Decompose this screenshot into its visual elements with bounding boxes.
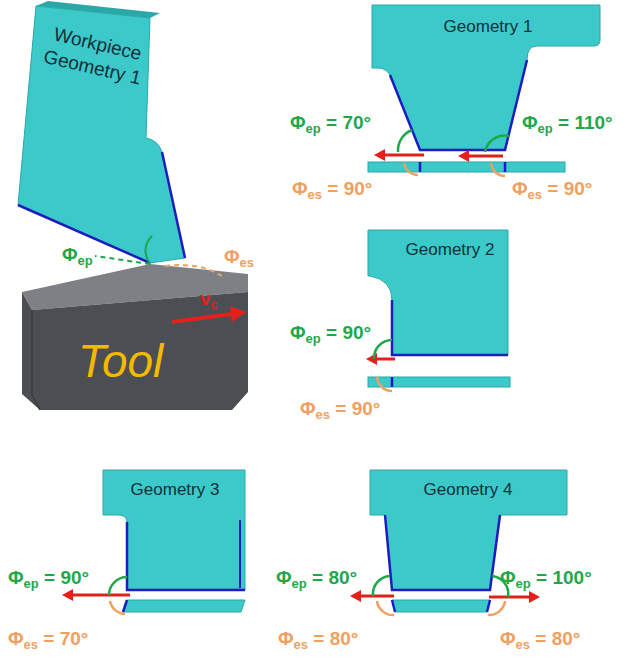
angle-value: Φep = 90° xyxy=(8,567,89,589)
angle-value: Φes = 90° xyxy=(292,178,372,200)
workpiece-shape: Geometry 4 xyxy=(368,468,568,618)
tool-block: Tool xyxy=(18,258,252,414)
angle-value: Φep = 90° xyxy=(290,322,371,344)
shape-label: Tool xyxy=(78,336,188,387)
workpiece-shape: Geometry 1 xyxy=(368,3,608,178)
workpiece-shape: Geometry 2 xyxy=(365,228,515,393)
angle-value: Φes = 70° xyxy=(8,628,88,650)
angle-value: Φep = 100° xyxy=(500,567,592,589)
angle-value: Φep = 110° xyxy=(522,112,613,134)
angle-value: Φes = 90° xyxy=(512,178,592,200)
angle-value: Φes = 90° xyxy=(300,398,380,420)
shape-label: Geometry 1 xyxy=(368,17,608,37)
angle-value: Φes = 80° xyxy=(278,628,358,650)
workpiece-shape: Workpiece Geometry 1 xyxy=(10,0,200,268)
shape-label: Geometry 4 xyxy=(368,480,568,500)
workpiece-shape: Geometry 3 xyxy=(100,468,250,618)
angle-symbol: vc xyxy=(200,288,218,310)
angle-value: Φes = 80° xyxy=(500,628,580,650)
angle-value: Φep = 70° xyxy=(290,112,371,134)
angle-symbol: Φep xyxy=(62,244,93,266)
shape-label: Geometry 3 xyxy=(100,480,250,500)
shape-label: Geometry 2 xyxy=(385,240,515,260)
angle-value: Φep = 80° xyxy=(276,567,357,589)
angle-symbol: Φes xyxy=(224,246,254,268)
